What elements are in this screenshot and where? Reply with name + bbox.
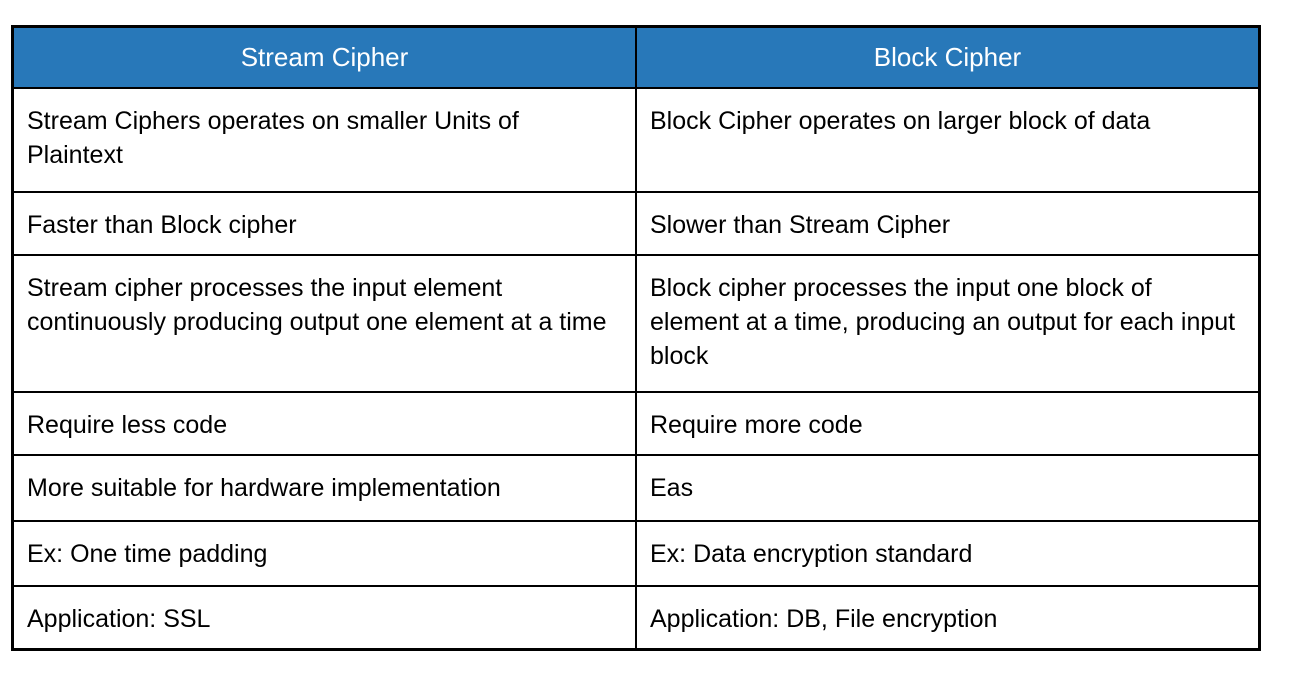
column-header-block-cipher: Block Cipher — [635, 25, 1261, 89]
block-cell-row-2: Slower than Stream Cipher — [635, 190, 1261, 256]
stream-cell-row-2: Faster than Block cipher — [11, 190, 637, 256]
stream-cell-row-3: Stream cipher processes the input elemen… — [11, 253, 637, 393]
table-row: Ex: One time padding Ex: Data encryption… — [11, 519, 1261, 587]
block-cell-row-1: Block Cipher operates on larger block of… — [635, 86, 1261, 193]
block-cell-row-7: Application: DB, File encryption — [635, 584, 1261, 650]
column-header-stream-cipher: Stream Cipher — [11, 25, 637, 89]
stream-vs-block-cipher-table: Stream Cipher Block Cipher Stream Cipher… — [11, 25, 1261, 651]
stream-cell-row-1: Stream Ciphers operates on smaller Units… — [11, 86, 637, 193]
block-cell-row-3: Block cipher processes the input one blo… — [635, 253, 1261, 393]
table-row: Stream cipher processes the input elemen… — [11, 253, 1261, 393]
table-row: Application: SSL Application: DB, File e… — [11, 584, 1261, 650]
stream-cell-row-5: More suitable for hardware implementatio… — [11, 453, 637, 522]
stream-cell-row-7: Application: SSL — [11, 584, 637, 650]
table-header-row: Stream Cipher Block Cipher — [11, 25, 1261, 89]
table-row: Stream Ciphers operates on smaller Units… — [11, 86, 1261, 193]
table-row: Faster than Block cipher Slower than Str… — [11, 190, 1261, 256]
stream-cell-row-6: Ex: One time padding — [11, 519, 637, 587]
block-cell-row-5: Eas — [635, 453, 1261, 522]
stream-cell-row-4: Require less code — [11, 390, 637, 456]
block-cell-row-6: Ex: Data encryption standard — [635, 519, 1261, 587]
comparison-table-container: Stream Cipher Block Cipher Stream Cipher… — [11, 25, 1261, 651]
table-row: Require less code Require more code — [11, 390, 1261, 456]
table-row: More suitable for hardware implementatio… — [11, 453, 1261, 522]
block-cell-row-4: Require more code — [635, 390, 1261, 456]
